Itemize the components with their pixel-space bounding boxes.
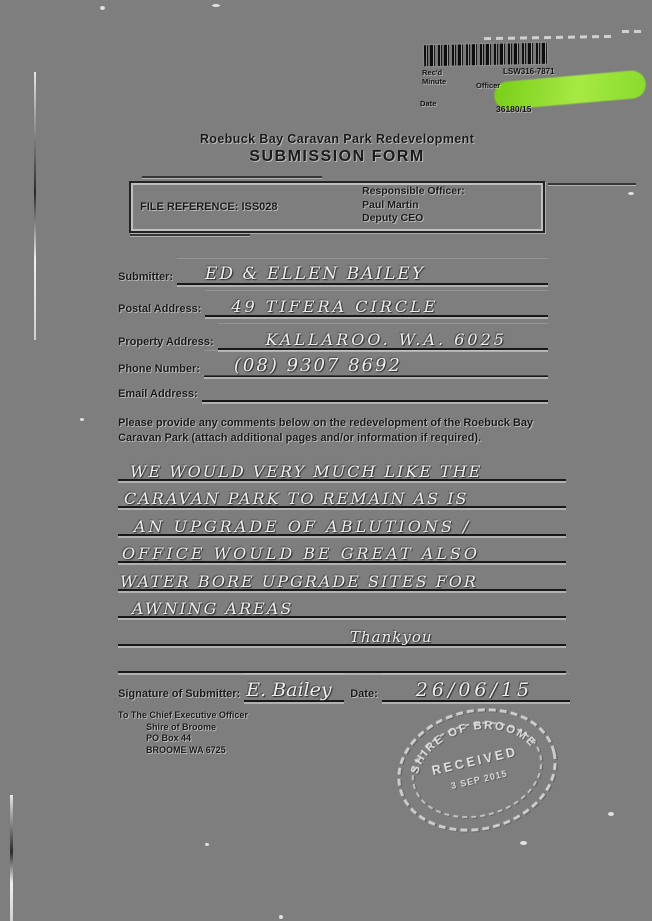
scan-speck: [520, 841, 527, 845]
page-title: Roebuck Bay Caravan Park Redevelopment: [199, 132, 475, 146]
postal-address-input-line[interactable]: 49 TIFERA CIRCLE: [205, 291, 548, 317]
scan-dash: [548, 183, 636, 185]
scan-dash: [142, 176, 322, 178]
property-address-input-line[interactable]: KALLAROO. W.A. 6025: [217, 324, 548, 350]
received-stamp-graphic: SHIRE OF BROOME RECEIVED 3 SEP 2015: [397, 707, 557, 832]
comment-line: CARAVAN PARK TO REMAIN AS IS: [118, 481, 566, 508]
registry-officer-label: Officer: [476, 81, 501, 90]
comments-area[interactable]: WE WOULD VERY MUCH LIKE THE CARAVAN PARK…: [118, 453, 566, 673]
comment-line: Thankyou: [118, 618, 566, 646]
comment-text: OFFICE WOULD BE GREAT ALSO: [122, 544, 480, 563]
registry-minute-label: Minute: [422, 77, 447, 86]
scan-smudge: [483, 34, 615, 41]
property-address-value: KALLAROO. W.A. 6025: [265, 330, 507, 349]
comment-text: AN UPGRADE OF ABLUTIONS /: [134, 516, 472, 536]
footer-line-3: PO Box 44: [146, 733, 192, 743]
received-stamp: SHIRE OF BROOME RECEIVED 3 SEP 2015: [380, 685, 574, 855]
comment-text: WATER BORE UPGRADE SITES FOR: [120, 571, 478, 591]
field-postal-address: Postal Address: 49 TIFERA CIRCLE: [118, 293, 548, 317]
date-label: Date:: [350, 688, 378, 700]
property-address-label: Property Address:: [118, 336, 214, 348]
postal-address-value: 49 TIFERA CIRCLE: [231, 297, 439, 316]
date-line[interactable]: 26/06/15: [381, 674, 570, 702]
scan-speck: [80, 418, 84, 421]
scan-dash: [130, 234, 250, 236]
field-submitter: Submitter: ED & ELLEN BAILEY: [118, 261, 548, 285]
comment-text: CARAVAN PARK TO REMAIN AS IS: [124, 489, 469, 508]
scan-scratch: [10, 795, 13, 921]
comment-line: [118, 646, 566, 673]
phone-number-value: (08) 9307 8692: [233, 355, 402, 376]
registry-ref-number: LSW316-7871: [503, 67, 555, 76]
submitter-value: ED & ELLEN BAILEY: [205, 264, 426, 284]
registry-record-number: 36180/15: [496, 104, 532, 114]
footer-line-1: To The Chief Executive Officer: [118, 710, 248, 720]
scan-speck: [205, 843, 209, 846]
form-header: Roebuck Bay Caravan Park Redevelopment S…: [0, 132, 652, 166]
comment-line: WATER BORE UPGRADE SITES FOR: [118, 563, 566, 591]
scan-speck: [212, 4, 220, 7]
file-reference: FILE REFERENCE: ISS028: [140, 201, 278, 213]
email-address-label: Email Address:: [118, 388, 198, 400]
phone-number-label: Phone Number:: [118, 363, 200, 375]
field-property-address: Property Address: KALLAROO. W.A. 6025: [118, 326, 548, 350]
scan-speck: [608, 812, 614, 816]
scan-scratch: [34, 72, 36, 340]
field-phone-number: Phone Number: (08) 9307 8692: [118, 353, 548, 377]
scan-smudge: [622, 30, 646, 33]
footer-line-2: Shire of Broome: [146, 721, 217, 732]
scan-speck: [279, 915, 283, 919]
comment-line: OFFICE WOULD BE GREAT ALSO: [118, 536, 566, 563]
comment-line: AWNING AREAS: [118, 591, 566, 618]
postal-address-label: Postal Address:: [118, 303, 202, 315]
registry-recd-label: Rec'd: [422, 68, 443, 77]
submitter-label: Submitter:: [118, 271, 173, 283]
signature-label: Signature of Submitter:: [118, 688, 241, 700]
signature-row: Signature of Submitter: E. Bailey Date: …: [118, 676, 570, 702]
field-email-address: Email Address:: [118, 378, 548, 402]
comment-text: WE WOULD VERY MUCH LIKE THE: [130, 461, 483, 481]
submitter-input-line[interactable]: ED & ELLEN BAILEY: [177, 259, 548, 285]
phone-number-input-line[interactable]: (08) 9307 8692: [203, 351, 548, 377]
officer-name: Paul Martin: [362, 198, 419, 211]
file-reference-box: FILE REFERENCE: ISS028 Responsible Offic…: [129, 181, 545, 233]
signature-value: E. Bailey: [246, 679, 332, 701]
comment-line: AN UPGRADE OF ABLUTIONS /: [118, 508, 566, 536]
footer-line-4: BROOME WA 6725: [146, 744, 226, 755]
email-address-input-line[interactable]: [201, 376, 548, 402]
scan-speck: [100, 6, 105, 10]
comment-text: AWNING AREAS: [132, 599, 294, 618]
responsible-officer-label: Responsible Officer:: [362, 185, 465, 197]
registry-date-label: Date: [420, 99, 437, 108]
date-value: 26/06/15: [415, 679, 534, 701]
barcode: [423, 42, 548, 67]
signature-line[interactable]: E. Bailey: [244, 674, 345, 702]
scan-speck: [628, 192, 634, 195]
comments-prompt: Please provide any comments below on the…: [118, 417, 534, 444]
comment-text: Thankyou: [350, 627, 433, 646]
page-subtitle: SUBMISSION FORM: [249, 148, 425, 165]
responsible-officer-block: Responsible Officer: Paul Martin Deputy …: [362, 185, 465, 226]
comment-line: WE WOULD VERY MUCH LIKE THE: [118, 453, 566, 481]
officer-title: Deputy CEO: [362, 212, 424, 224]
footer-address: To The Chief Executive Officer Shire of …: [118, 710, 248, 756]
